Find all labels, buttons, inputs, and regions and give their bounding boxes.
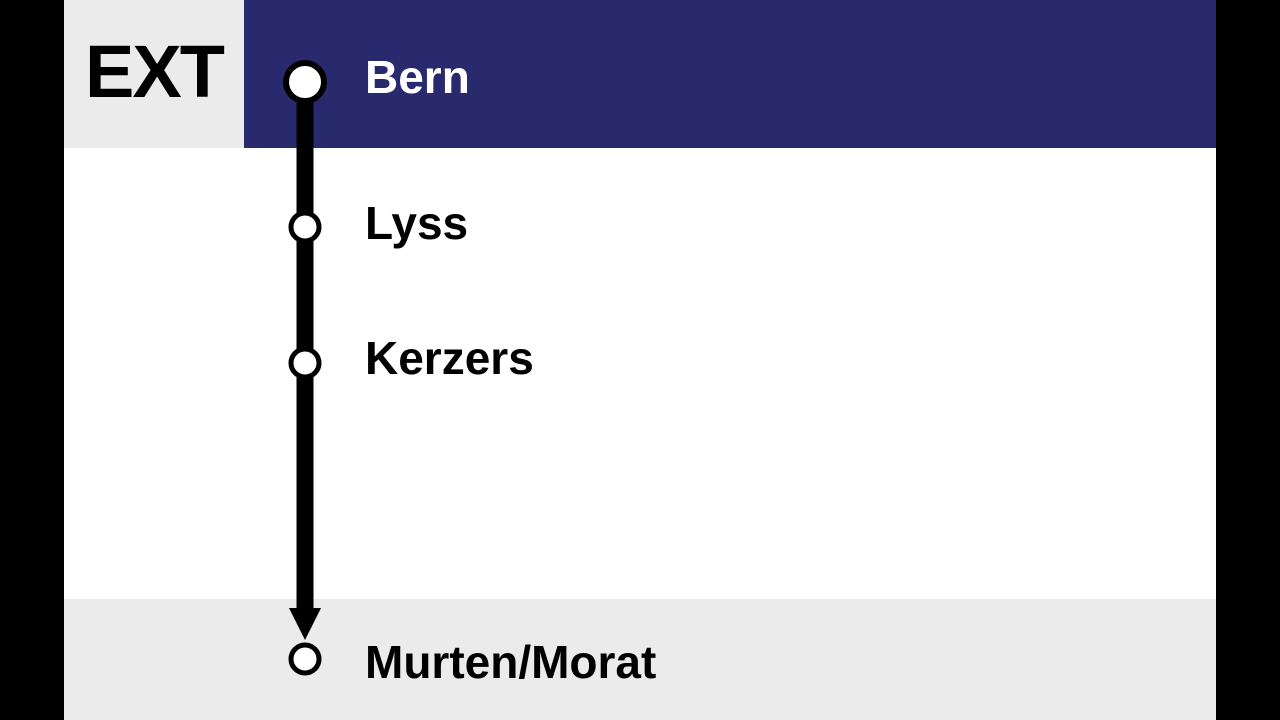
service-type-label: EXT [85, 30, 225, 113]
stop-marker-kerzers [288, 346, 322, 380]
stop-marker-murten-morat [288, 642, 322, 676]
stop-label: Kerzers [365, 332, 534, 384]
stop-label: Lyss [365, 197, 469, 249]
stop-label-current: Bern [365, 51, 470, 103]
route-diagram [283, 60, 327, 676]
stop-marker-bern [283, 60, 327, 104]
terminus-band [64, 599, 1216, 720]
service-badge: EXT [64, 0, 244, 148]
stop-marker-lyss [288, 210, 322, 244]
stop-label-terminus: Murten/Morat [365, 636, 657, 688]
current-stop-band [244, 0, 1216, 148]
passenger-info-display: EXT Bern Lyss Kerzers Murten/Morat [64, 0, 1216, 720]
direction-arrow-icon [289, 608, 321, 640]
